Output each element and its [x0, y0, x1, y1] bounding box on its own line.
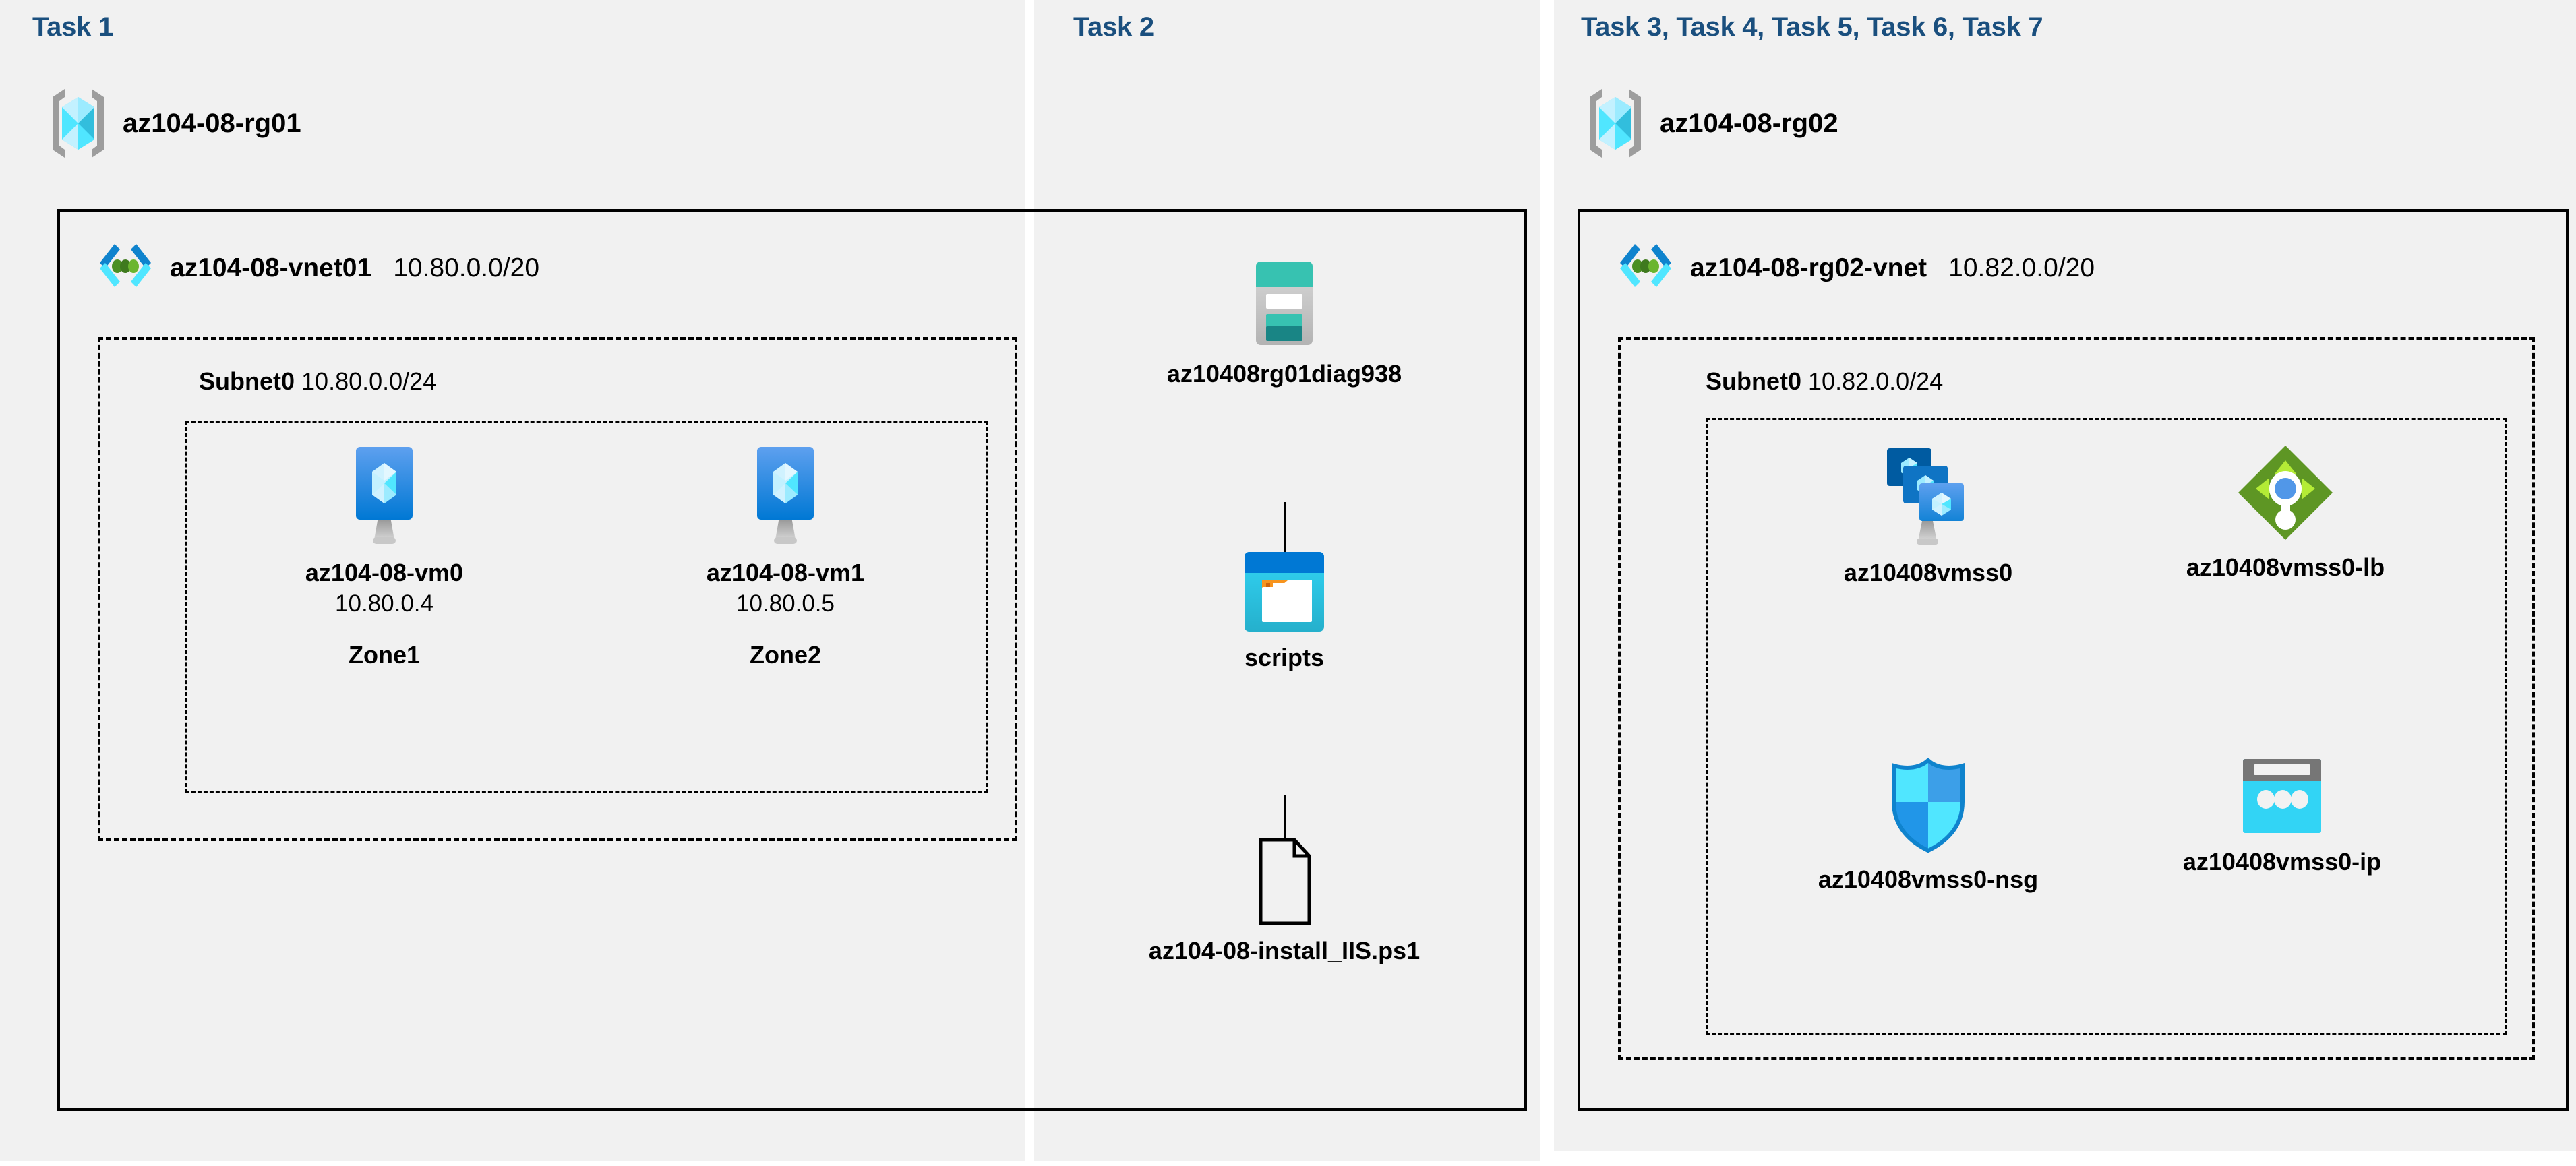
- blob-container-icon: [1240, 549, 1328, 634]
- nsg-name: az10408vmss0-nsg: [1818, 865, 2039, 893]
- network-security-group-icon: [1884, 755, 1972, 856]
- connector-container-to-file: [1284, 795, 1286, 853]
- resource-network-security-group[interactable]: az10408vmss0-nsg: [1793, 755, 2063, 893]
- vnet01-boundary: [57, 209, 1527, 1111]
- task-3-7-header: Task 3, Task 4, Task 5, Task 6, Task 7: [1581, 12, 2043, 42]
- resource-blob-container[interactable]: scripts: [1149, 549, 1419, 671]
- vm1-ip: 10.80.0.5: [736, 590, 835, 617]
- resource-vm0[interactable]: az104-08-vm0 10.80.0.4 Zone1: [273, 441, 496, 669]
- vm0-zone: Zone1: [348, 640, 420, 669]
- vm1-zone: Zone2: [749, 640, 821, 669]
- subnet02-boundary: [1618, 337, 2535, 1060]
- vm0-ip: 10.80.0.4: [335, 590, 433, 617]
- virtual-network-icon: [1615, 237, 1677, 299]
- vm-scale-set-icon: [1878, 441, 1979, 549]
- file-icon: [1247, 836, 1321, 927]
- virtual-machine-icon: [746, 441, 825, 549]
- subnet01-name: Subnet0: [199, 367, 295, 395]
- subnet01-cidr: 10.80.0.0/24: [301, 367, 437, 395]
- resource-vm-scale-set[interactable]: az10408vmss0: [1793, 441, 2063, 586]
- panel-task-3-7: [1554, 0, 2576, 1151]
- resource-group-rg02-label: az104-08-rg02: [1660, 108, 1838, 138]
- task-2-header: Task 2: [1073, 12, 1154, 42]
- public-ip-address-icon: [2236, 755, 2328, 838]
- subnet02-label: Subnet0 10.82.0.0/24: [1706, 367, 1943, 396]
- virtual-machine-icon: [345, 441, 424, 549]
- connector-storage-to-container: [1284, 502, 1286, 559]
- resource-group-icon: [1586, 86, 1645, 160]
- vm1-name: az104-08-vm1: [706, 559, 865, 586]
- resource-ps1-file[interactable]: az104-08-install_IIS.ps1: [1089, 836, 1480, 964]
- resource-group-icon: [49, 86, 108, 160]
- vnet01-cidr: 10.80.0.0/20: [393, 253, 540, 282]
- resource-vm1[interactable]: az104-08-vm1 10.80.0.5 Zone2: [674, 441, 897, 669]
- storage-account-name: az10408rg01diag938: [1166, 360, 1402, 388]
- vnet02-name: az104-08-rg02-vnet: [1690, 253, 1927, 282]
- load-balancer-icon: [2234, 441, 2337, 544]
- vnet02-cidr: 10.82.0.0/20: [1948, 253, 2095, 282]
- vnet02-boundary: [1578, 209, 2569, 1111]
- virtual-network-icon: [94, 237, 156, 299]
- scale-set-group-boundary: [1706, 418, 2507, 1035]
- resource-public-ip-address[interactable]: az10408vmss0-ip: [2147, 755, 2417, 876]
- resource-group-rg01[interactable]: az104-08-rg01: [49, 86, 301, 160]
- load-balancer-name: az10408vmss0-lb: [2186, 553, 2385, 581]
- availability-zone-group-boundary: [185, 421, 988, 793]
- resource-storage-account[interactable]: az10408rg01diag938: [1089, 256, 1480, 388]
- public-ip-name: az10408vmss0-ip: [2182, 848, 2382, 876]
- vm0-name: az104-08-vm0: [305, 559, 464, 586]
- subnet01-boundary: [98, 337, 1017, 841]
- task-1-header: Task 1: [32, 12, 113, 42]
- storage-account-icon: [1244, 256, 1325, 350]
- vnet01-name: az104-08-vnet01: [170, 253, 372, 282]
- subnet02-cidr: 10.82.0.0/24: [1808, 367, 1944, 395]
- resource-load-balancer[interactable]: az10408vmss0-lb: [2151, 441, 2420, 581]
- vmss-name: az10408vmss0: [1843, 559, 2013, 586]
- resource-group-rg02[interactable]: az104-08-rg02: [1586, 86, 1838, 160]
- subnet01-label: Subnet0 10.80.0.0/24: [199, 367, 436, 396]
- panel-task-1: [0, 0, 1025, 1161]
- vnet01-header[interactable]: az104-08-vnet01 10.80.0.0/20: [94, 237, 539, 299]
- resource-group-rg01-label: az104-08-rg01: [123, 108, 301, 138]
- vnet02-header[interactable]: az104-08-rg02-vnet 10.82.0.0/20: [1615, 237, 2095, 299]
- blob-container-name: scripts: [1244, 644, 1325, 671]
- subnet02-name: Subnet0: [1706, 367, 1802, 395]
- ps1-file-name: az104-08-install_IIS.ps1: [1148, 937, 1420, 964]
